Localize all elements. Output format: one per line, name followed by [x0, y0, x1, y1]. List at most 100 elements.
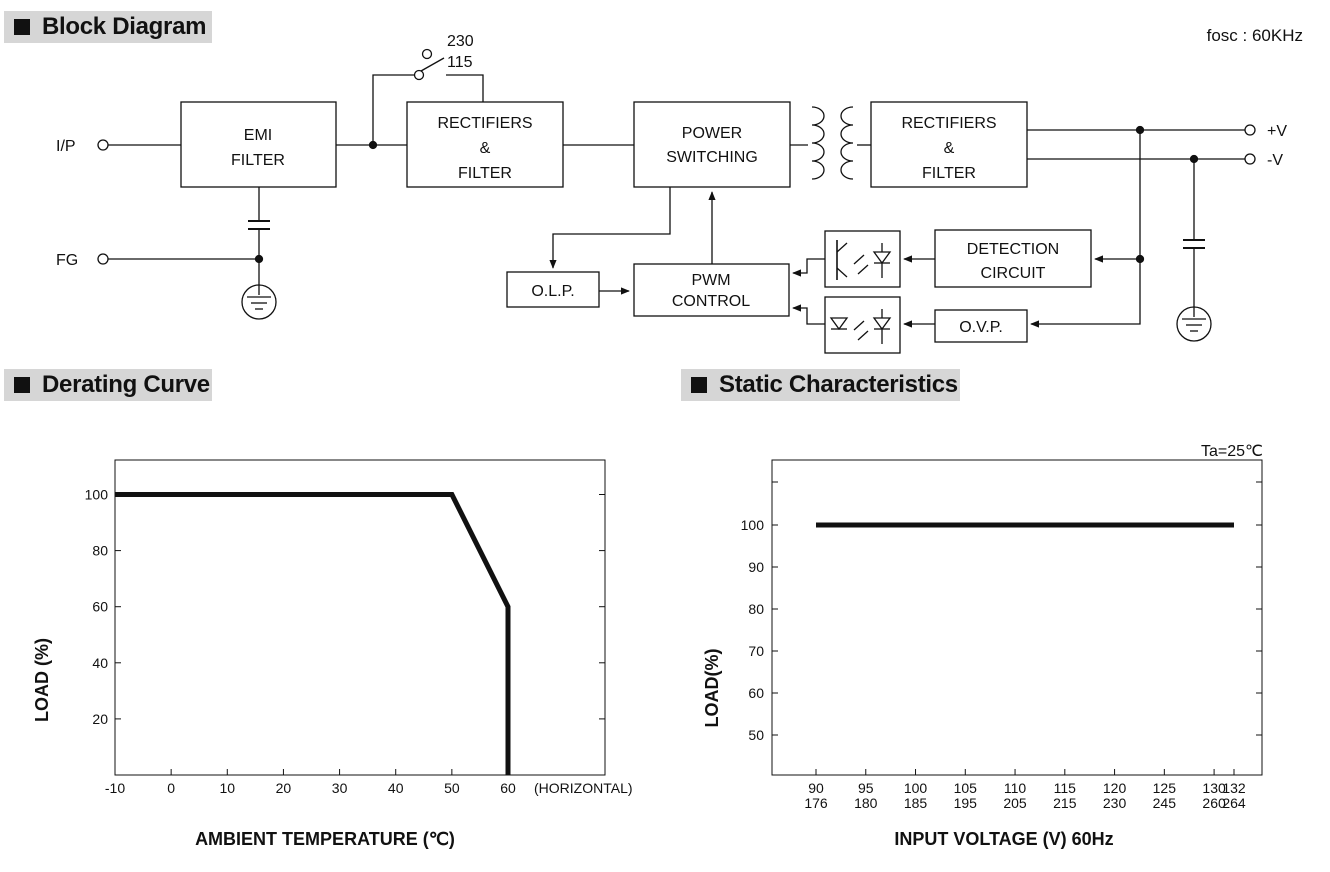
positive-output-label: +V	[1267, 123, 1287, 140]
derating-y-tick-label: 20	[92, 711, 108, 727]
derating-chart: 20 40 60 80 100 -10 0 10 20 30 40 50 60 (HORIZONTAL…	[32, 459, 633, 849]
emi-filter-block	[180, 101, 337, 188]
optocoupler-icon	[824, 296, 901, 354]
optocoupler-icon	[824, 230, 901, 288]
static-y-tick-label: 80	[748, 601, 764, 617]
static-x-tick-label-secondary: 176	[804, 795, 828, 811]
output-rectifier-label-1: RECTIFIERS	[901, 115, 996, 132]
derating-y-tick-label: 100	[85, 487, 109, 503]
static-x-tick-label: 130	[1202, 780, 1226, 796]
input-rectifier-label-2: &	[480, 140, 491, 157]
fg-label: FG	[56, 252, 78, 269]
emi-capacitor-icon	[248, 220, 270, 230]
positive-output-terminal-icon	[1244, 124, 1256, 136]
pwm-control-label-2: CONTROL	[672, 293, 750, 310]
derating-y-tick-label: 40	[92, 655, 108, 671]
static-x-tick-label-secondary: 185	[904, 795, 928, 811]
olp-label: O.L.P.	[531, 283, 574, 300]
derating-y-tick-label: 60	[92, 599, 108, 615]
switch-230-label: 230	[447, 33, 474, 50]
fg-junction-dot	[254, 254, 264, 264]
static-x-tick-label-secondary: 180	[854, 795, 878, 811]
static-x-tick-label: 90	[808, 780, 824, 796]
block-diagram-header: Block Diagram	[4, 11, 212, 43]
derating-x-tick-label: -10	[105, 780, 125, 796]
ground-icon	[241, 284, 277, 320]
switch-115-label: 115	[447, 54, 473, 71]
static-plot-frame	[771, 459, 1263, 776]
static-x-tick-label-secondary: 230	[1103, 795, 1127, 811]
ovp-block	[934, 309, 1028, 343]
derating-series-line	[115, 492, 511, 775]
derating-x-tick-label: 40	[388, 780, 404, 796]
static-x-tick-label-secondary: 245	[1153, 795, 1177, 811]
static-x-tick-label: 120	[1103, 780, 1127, 796]
derating-x-tick-label: 10	[219, 780, 235, 796]
ground-icon	[1176, 306, 1212, 342]
static-x-tick-label: 125	[1153, 780, 1177, 796]
block-diagram: fosc : 60KHz I/P FG EMI FILTER	[56, 26, 1303, 354]
ovp-label: O.V.P.	[959, 319, 1003, 336]
emi-filter-label-1: EMI	[244, 127, 272, 144]
voltage-select-switch-icon	[413, 48, 445, 81]
fg-terminal-icon	[97, 253, 109, 265]
derating-x-tick-label: 30	[332, 780, 348, 796]
emi-filter-label-2: FILTER	[231, 152, 285, 169]
power-switching-label-2: SWITCHING	[666, 149, 758, 166]
static-x-tick-label-secondary: 264	[1222, 795, 1246, 811]
olp-block	[506, 271, 600, 308]
static-y-tick-label: 90	[748, 559, 764, 575]
derating-y-tick-label: 80	[92, 543, 108, 559]
static-y-tick-label: 70	[748, 643, 764, 659]
output-rectifier-block	[870, 101, 1028, 188]
input-terminal-icon	[97, 139, 109, 151]
static-x-tick-label: 100	[904, 780, 928, 796]
static-x-tick-label: 110	[1004, 780, 1027, 796]
negative-output-label: -V	[1267, 152, 1283, 169]
derating-ylabel: LOAD (%)	[32, 638, 52, 722]
power-switching-block	[633, 101, 791, 188]
static-x-tick-label: 132	[1222, 780, 1246, 796]
static-x-tick-label: 115	[1054, 780, 1077, 796]
input-label: I/P	[56, 138, 76, 155]
square-bullet-icon	[14, 19, 30, 35]
derating-x-suffix: (HORIZONTAL)	[534, 780, 633, 796]
block-diagram-title: Block Diagram	[42, 13, 207, 40]
derating-x-tick-label: 0	[167, 780, 175, 796]
square-bullet-icon	[14, 377, 30, 393]
derating-curve-header: Derating Curve	[4, 369, 212, 401]
input-rectifier-label-1: RECTIFIERS	[437, 115, 532, 132]
static-y-tick-label: 100	[741, 517, 765, 533]
static-x-tick-label-secondary: 260	[1202, 795, 1226, 811]
static-x-tick-label-secondary: 195	[954, 795, 978, 811]
negative-output-terminal-icon	[1244, 153, 1256, 165]
static-xlabel: INPUT VOLTAGE (V) 60Hz	[894, 829, 1113, 849]
output-capacitor-icon	[1183, 239, 1205, 249]
static-x-tick-label: 105	[954, 780, 978, 796]
output-rectifier-label-3: FILTER	[922, 165, 976, 182]
derating-x-tick-label: 60	[500, 780, 516, 796]
power-switching-label-1: POWER	[682, 125, 742, 142]
static-characteristics-header: Static Characteristics	[681, 369, 960, 401]
static-y-tick-label: 60	[748, 685, 764, 701]
square-bullet-icon	[691, 377, 707, 393]
static-characteristics-title: Static Characteristics	[719, 371, 958, 398]
static-ylabel: LOAD(%)	[702, 649, 722, 728]
derating-x-tick-label: 50	[444, 780, 460, 796]
derating-xlabel: AMBIENT TEMPERATURE (℃)	[195, 829, 455, 849]
output-rectifier-label-2: &	[944, 140, 955, 157]
pwm-control-label-1: PWM	[691, 272, 730, 289]
static-x-tick-label-secondary: 205	[1003, 795, 1027, 811]
derating-curve-title: Derating Curve	[42, 371, 210, 398]
transformer-icon	[811, 106, 854, 180]
detection-circuit-label-1: DETECTION	[967, 241, 1059, 258]
derating-plot-frame	[114, 459, 606, 776]
detection-circuit-label-2: CIRCUIT	[981, 265, 1046, 282]
input-rectifier-label-3: FILTER	[458, 165, 512, 182]
static-x-tick-label: 95	[858, 780, 874, 796]
fosc-label: fosc : 60KHz	[1207, 26, 1303, 45]
static-y-tick-label: 50	[748, 727, 764, 743]
derating-x-tick-label: 20	[276, 780, 292, 796]
